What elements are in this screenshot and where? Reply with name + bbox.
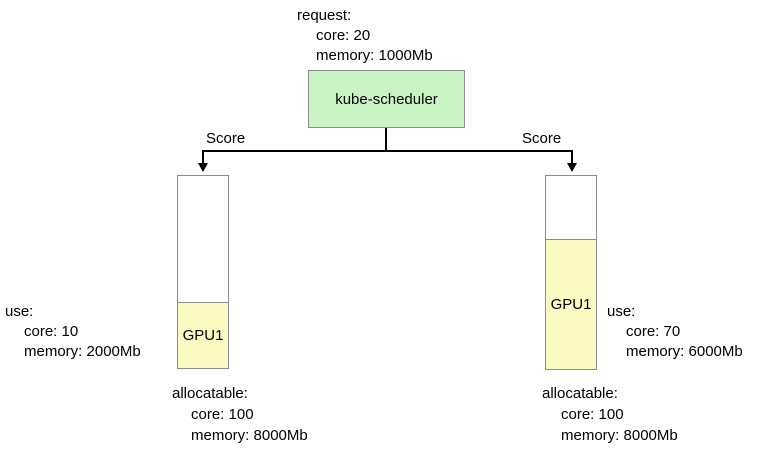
kube-scheduler-box: kube-scheduler xyxy=(308,70,465,128)
branch-horizontal-line xyxy=(202,150,573,152)
node-right: GPU1 xyxy=(545,175,597,370)
left-use-block: use: core: 10 memory: 2000Mb xyxy=(5,302,141,362)
right-allocatable-core: core: 100 xyxy=(561,406,624,423)
request-core: core: 20 xyxy=(316,27,371,44)
node-right-free-capacity xyxy=(546,176,596,239)
left-use-memory: memory: 2000Mb xyxy=(24,343,141,360)
right-branch-line xyxy=(571,150,573,164)
left-use-core: core: 10 xyxy=(24,323,79,340)
left-allocatable-memory: memory: 8000Mb xyxy=(191,427,308,444)
request-block: request: core: 20 memory: 1000Mb xyxy=(297,6,433,66)
right-use-title: use: xyxy=(607,303,636,320)
node-left-gpu-label: GPU1 xyxy=(182,327,224,344)
left-allocatable-core: core: 100 xyxy=(191,406,254,423)
score-label-right: Score xyxy=(522,130,562,147)
kube-scheduler-label: kube-scheduler xyxy=(335,90,438,108)
left-branch-line xyxy=(202,150,204,164)
right-allocatable-title: allocatable: xyxy=(542,385,618,402)
left-arrowhead-icon xyxy=(198,163,208,172)
request-title: request: xyxy=(297,7,352,24)
left-allocatable-block: allocatable: core: 100 memory: 8000Mb xyxy=(172,383,308,446)
right-use-core: core: 70 xyxy=(626,323,681,340)
right-arrowhead-icon xyxy=(567,163,577,172)
request-memory: memory: 1000Mb xyxy=(316,47,433,64)
left-allocatable-title: allocatable: xyxy=(172,385,248,402)
right-allocatable-memory: memory: 8000Mb xyxy=(561,427,678,444)
node-right-gpu-usage: GPU1 xyxy=(546,239,596,369)
node-right-gpu-label: GPU1 xyxy=(550,296,592,313)
left-use-title: use: xyxy=(5,303,34,320)
right-allocatable-block: allocatable: core: 100 memory: 8000Mb xyxy=(542,383,678,446)
node-left-gpu-usage: GPU1 xyxy=(178,302,228,368)
node-left-free-capacity xyxy=(178,176,228,302)
node-left: GPU1 xyxy=(177,175,229,369)
scheduler-connector-line xyxy=(385,128,387,151)
right-use-memory: memory: 6000Mb xyxy=(626,343,743,360)
right-use-block: use: core: 70 memory: 6000Mb xyxy=(607,302,743,362)
score-label-left: Score xyxy=(206,130,246,147)
